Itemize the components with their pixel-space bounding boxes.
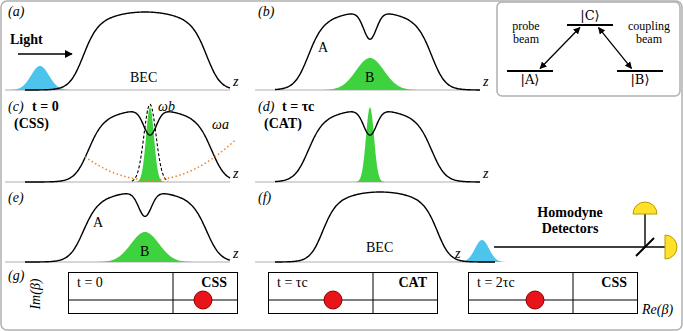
time-label: t = τc	[282, 99, 314, 115]
bec-label: BEC	[130, 70, 157, 86]
state-name: CSS	[201, 275, 227, 291]
panel-letter: (a)	[8, 4, 24, 20]
component-label: B	[140, 244, 149, 260]
axis-label: z	[233, 74, 238, 90]
phase-space-box: t = 2τc CSS	[468, 272, 638, 314]
axis-label: Re(β)	[642, 302, 673, 318]
axis-label: z	[455, 246, 460, 262]
node-title: |C⟩	[567, 8, 613, 24]
trap-frequency: ωa	[212, 117, 229, 133]
beam-label: probe beam	[502, 20, 550, 46]
light-arrow	[18, 53, 72, 55]
time-label: t = 0	[32, 99, 59, 115]
coherent-state-blobs	[194, 291, 544, 309]
panel-letter: (f)	[258, 190, 271, 206]
panel-letter: (e)	[8, 190, 24, 206]
state-name: CAT	[398, 275, 427, 291]
homodyne-setup	[494, 202, 677, 259]
beam-label: coupling beam	[625, 20, 673, 46]
light-label: Light	[10, 32, 43, 48]
detector-label: Homodyne Detectors	[530, 205, 610, 237]
density-curves	[5, 12, 507, 262]
trap-frequency: ωb	[158, 99, 175, 115]
phase-space-box: t = 0 CSS	[68, 272, 238, 314]
component-label: A	[93, 215, 103, 231]
node-title: |A⟩	[507, 72, 553, 88]
axis-label: z	[483, 166, 488, 182]
panel-letter: (d)	[258, 99, 274, 115]
bec-label: BEC	[366, 240, 393, 256]
node-title: t = τc	[277, 275, 308, 291]
node-title: |B⟩	[617, 72, 663, 88]
phase-space-box: t = τc CAT	[268, 272, 438, 314]
axis-label: z	[233, 246, 238, 262]
panel-letter: (c)	[8, 99, 24, 115]
component-label: B	[365, 70, 374, 86]
state-label: (CSS)	[14, 116, 49, 132]
node-title: t = 2τc	[477, 275, 515, 291]
energy-level: |A⟩	[507, 70, 553, 88]
state-label: (CAT)	[264, 116, 302, 132]
phase-space-axes	[68, 272, 638, 314]
energy-level: |B⟩	[617, 70, 663, 88]
node-title: t = 0	[77, 275, 103, 291]
energy-level: |C⟩	[567, 8, 613, 26]
component-label: A	[318, 40, 328, 56]
panel-letter: (b)	[258, 4, 274, 20]
axis-label: Im(β)	[28, 278, 44, 309]
axis-label: z	[483, 74, 488, 90]
state-name: CSS	[601, 275, 627, 291]
inset-frame	[497, 2, 680, 96]
panel-letter: (g)	[8, 268, 24, 284]
axis-label: z	[233, 166, 238, 182]
